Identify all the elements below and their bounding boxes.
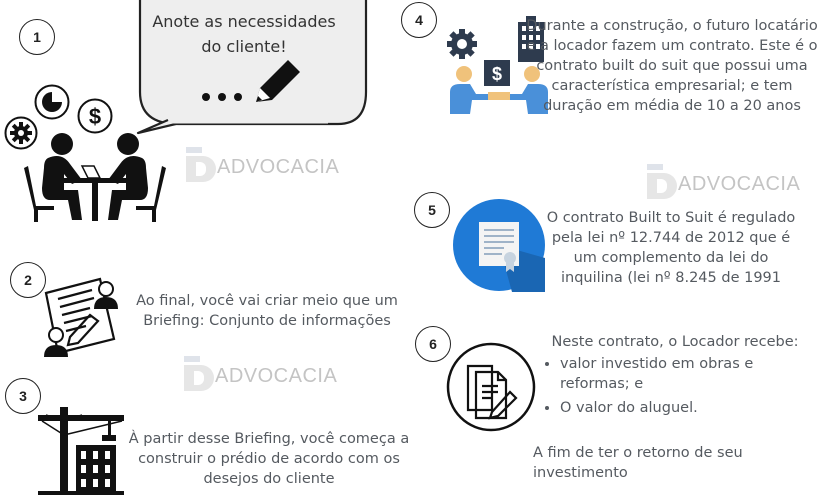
speech-bubble — [136, 0, 368, 135]
certificate-icon — [453, 199, 545, 292]
watermark-1: ADVOCACIA — [186, 147, 340, 182]
step-6-bullet: valor investido em obras e reformas; e — [560, 354, 810, 394]
watermark-3: ADVOCACIA — [647, 164, 801, 199]
watermark-2: ADVOCACIA — [184, 356, 338, 391]
building-icon — [518, 16, 544, 62]
step-1-text: Anote as necessidades do cliente! — [152, 12, 336, 56]
gear-icon — [4, 116, 38, 150]
step-6-list: valor investido em obras e reformas; e O… — [540, 354, 810, 418]
step-4-number: 4 — [401, 2, 437, 38]
documents-icon — [446, 342, 536, 432]
watermark-text: ADVOCACIA — [215, 364, 338, 387]
watermark-logo-icon — [184, 356, 214, 391]
step-3-text: À partir desse Briefing, você começa a c… — [128, 431, 410, 487]
gear-icon — [447, 29, 477, 59]
step-1-number: 1 — [19, 19, 55, 55]
step-6-intro: Neste contrato, o Locador recebe: — [551, 334, 799, 350]
step-5-text: O contrato Built to Suit é regulado pela… — [546, 210, 796, 286]
dollar-icon: $ — [77, 98, 113, 134]
watermark-logo-icon — [186, 147, 216, 182]
pencil-icon — [202, 60, 300, 102]
step-2-text: Ao final, você vai criar meio que um Bri… — [136, 293, 398, 329]
chart-icon — [34, 84, 70, 120]
step-6-number: 6 — [415, 326, 451, 362]
step-6-bullet: O valor do aluguel. — [560, 398, 810, 418]
step-2-number: 2 — [10, 262, 46, 298]
svg-text:$: $ — [89, 104, 101, 129]
step-4-text: Durante a construção, o futuro locatário… — [526, 18, 817, 114]
handshake-money-icon: $ — [450, 60, 548, 114]
step-3-number: 3 — [5, 378, 41, 414]
crane-building-icon — [38, 407, 124, 495]
step-6-footer: A fim de ter o retorno de seu investimen… — [533, 445, 743, 481]
briefing-icon — [44, 277, 118, 357]
watermark-text: ADVOCACIA — [678, 172, 801, 195]
step-5-number: 5 — [414, 192, 450, 228]
watermark-logo-icon — [647, 164, 677, 199]
watermark-text: ADVOCACIA — [217, 155, 340, 178]
svg-text:$: $ — [492, 64, 502, 84]
meeting-icon — [24, 133, 166, 222]
